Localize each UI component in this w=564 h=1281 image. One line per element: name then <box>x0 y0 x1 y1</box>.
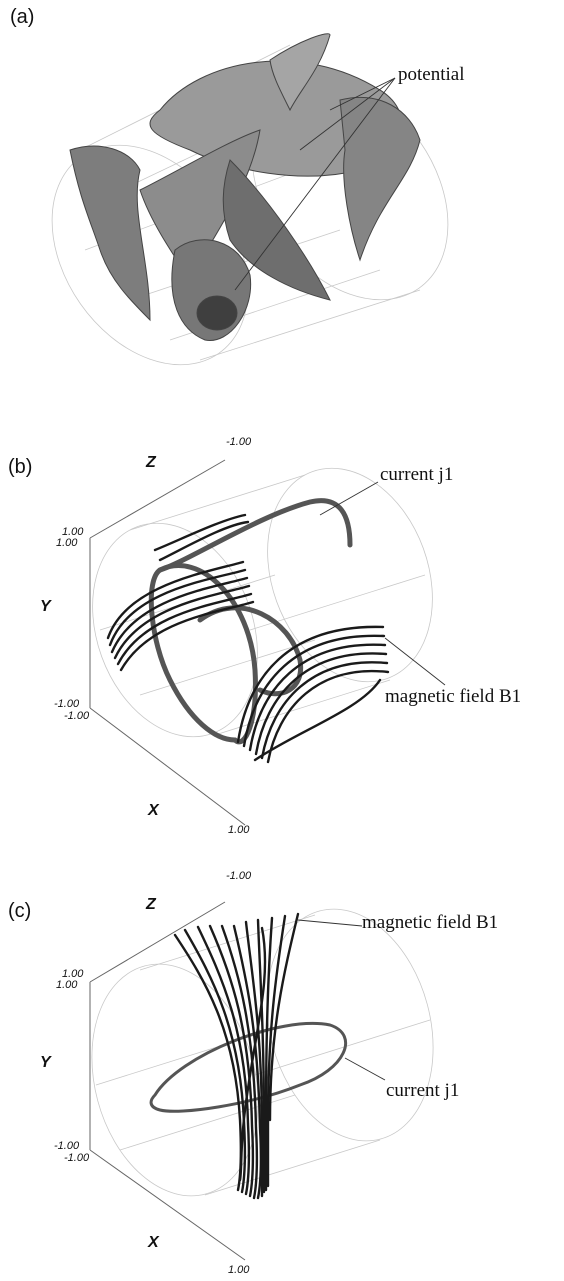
magnetic-field-b1-lines-c <box>173 912 300 1200</box>
panel-a-label: (a) <box>10 6 35 28</box>
tick-y-top2-b: 1.00 <box>56 537 78 549</box>
axis-label-x-c: X <box>148 1234 159 1251</box>
panel-b: (b) <box>0 420 564 840</box>
tick-x-end-c: 1.00 <box>228 1264 250 1276</box>
potential-leaders <box>234 77 396 291</box>
magnetic-field-b1-lines-b <box>106 513 390 764</box>
current-field-plot-c <box>89 901 434 1261</box>
current-j1-loop-c <box>149 1022 348 1113</box>
potential-surfaces <box>69 33 421 341</box>
annotation-magnetic-field-b1-b: magnetic field B1 <box>385 686 522 707</box>
axis-label-y-b: Y <box>40 598 51 615</box>
axis-frame-c <box>89 901 246 1261</box>
tick-y-bottom-b: -1.00 <box>54 698 80 710</box>
panel-c: (c) <box>0 860 564 1281</box>
tick-y-bottom2-c: -1.00 <box>64 1152 90 1164</box>
tick-y-bottom2-b: -1.00 <box>64 710 90 722</box>
surface-top-right-fin <box>269 33 331 112</box>
tick-y-top-b: 1.00 <box>62 526 84 538</box>
annotation-current-j1-b: current j1 <box>380 464 454 485</box>
panel-c-label: (c) <box>8 900 32 922</box>
tick-y-bottom-c: -1.00 <box>54 1140 80 1152</box>
annotation-current-j1-c: current j1 <box>386 1080 460 1101</box>
leaders-c <box>297 919 386 1081</box>
potential-isosurface-plot <box>51 33 449 366</box>
cylinder-wireframe-b <box>92 467 433 738</box>
axis-label-z-b: Z <box>146 454 156 471</box>
surface-left <box>69 145 151 322</box>
tick-y-top2-c: 1.00 <box>56 979 78 991</box>
axis-label-z-c: Z <box>146 896 156 913</box>
annotation-potential: potential <box>398 64 465 85</box>
axis-label-x-b: X <box>148 802 159 819</box>
panel-b-label: (b) <box>8 456 33 478</box>
tick-x-end-b: 1.00 <box>228 824 250 836</box>
surface-right <box>339 96 421 262</box>
current-field-plot-b <box>89 459 446 826</box>
tick-z-end-c: -1.00 <box>226 870 252 882</box>
axis-label-y-c: Y <box>40 1054 51 1071</box>
tick-z-end-b: -1.00 <box>226 436 252 448</box>
leaders-b <box>319 481 446 686</box>
axis-frame-b <box>89 459 246 826</box>
surface-bottom-hole <box>196 295 238 331</box>
surface-right-petal <box>222 159 331 301</box>
panel-a: (a) potential <box>0 0 564 400</box>
annotation-magnetic-field-b1-c: magnetic field B1 <box>362 912 499 933</box>
tick-y-top-c: 1.00 <box>62 968 84 980</box>
